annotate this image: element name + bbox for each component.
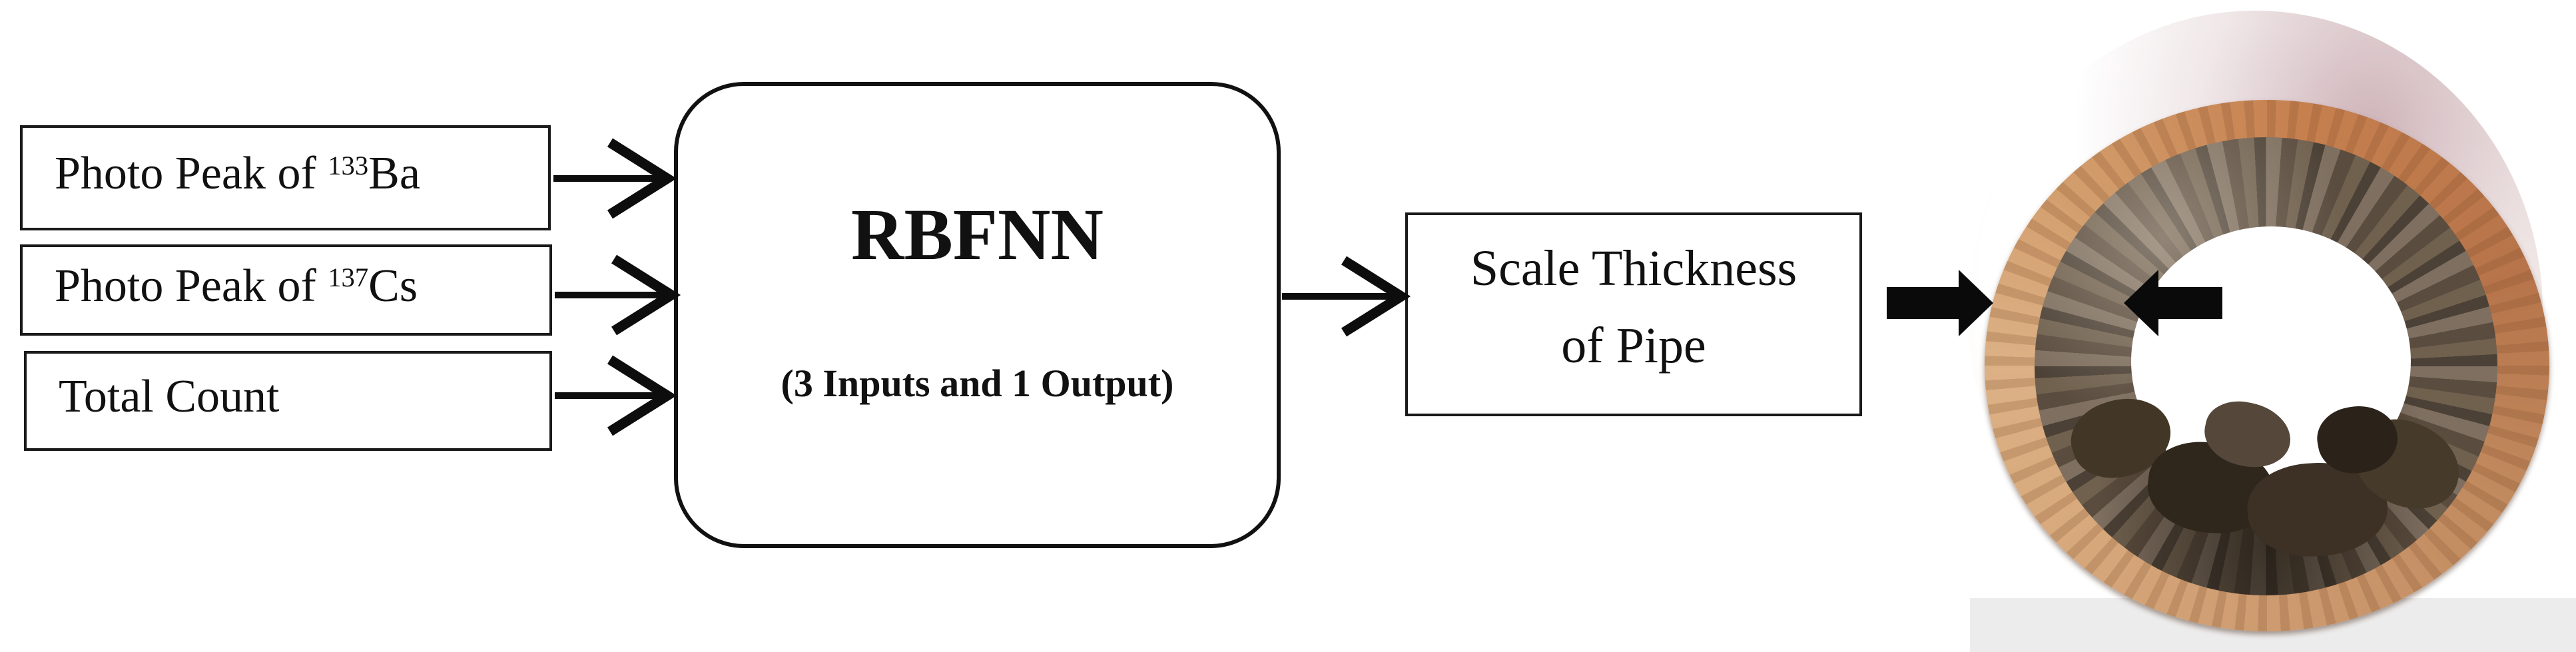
superscript-mass-number: 137 [328, 262, 369, 293]
scale-thickness-box: Scale Thickness of Pipe [1405, 212, 1862, 416]
arrow-right-icon [1282, 256, 1411, 337]
input-label-cs137: Photo Peak of 137Cs [55, 260, 418, 312]
arrow-right-icon [553, 138, 677, 219]
scale-thickness-line2: of Pipe [1561, 318, 1706, 374]
pipe-cross-section-photo [1968, 7, 2561, 639]
input-box-ba133: Photo Peak of 133Ba [20, 125, 551, 230]
rbfnn-title: RBFNN [851, 194, 1104, 275]
rbfnn-model-box: RBFNN (3 Inputs and 1 Output) [674, 82, 1281, 548]
input-label-ba133: Photo Peak of 133Ba [55, 148, 420, 199]
arrow-right-icon [555, 355, 677, 436]
scale-thickness-line1: Scale Thickness [1470, 240, 1797, 297]
superscript-mass-number: 133 [328, 150, 369, 180]
rbfnn-subtitle: (3 Inputs and 1 Output) [781, 362, 1174, 405]
input-box-total-count: Total Count [24, 351, 552, 451]
input-box-cs137: Photo Peak of 137Cs [20, 244, 552, 336]
arrow-right-icon [555, 254, 681, 336]
input-label-total-count: Total Count [59, 371, 280, 422]
